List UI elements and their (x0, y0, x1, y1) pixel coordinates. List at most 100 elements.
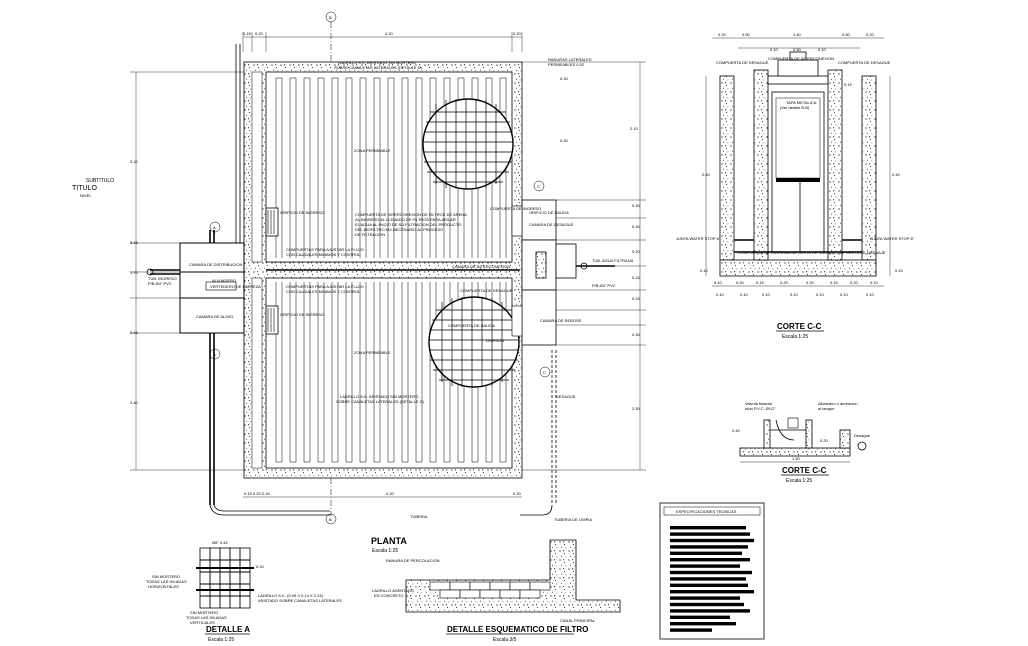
orifice-lower-bars (267, 308, 275, 332)
label-compuertas-ajuste-2: COMPUERTAS PARA AJUSTAR LA FLUJO (286, 284, 364, 289)
label-camara-interconexion: CAMARA DE INTERCONEXION (452, 264, 510, 269)
section-marker-b-bottom (325, 513, 337, 525)
brick-grid-circle-upper (422, 98, 514, 190)
spec-line-redacted (670, 532, 750, 536)
plan-dim-right-2: 2.10 (630, 126, 639, 131)
section-cc-dim-bottom2-3: 0.10 (790, 292, 799, 297)
section-cc2-wall-l (763, 419, 771, 449)
detail-a-label-sin-mortero-b3: VERTICALES (190, 620, 215, 625)
detail-filter-label-canal: CANAL PRINCIPAL (560, 618, 596, 623)
label-orificio-ingreso-1: ORIFICIO DE INGRESO (280, 210, 324, 215)
section-cc2: Valvula flotador tubo P.V.C. Ø1/2" Alivi… (732, 401, 871, 484)
section-cc2-title: CORTE C-C (782, 466, 827, 475)
distribution-chamber (179, 242, 245, 273)
label-zona-permeable-1: ZONA PERMEABLE (354, 148, 391, 153)
section-cc-dim-top-4: 0.20 (866, 32, 875, 37)
detail-a-label-top: Ø8" 0.44 (212, 540, 228, 545)
section-marker-b-top (325, 11, 337, 23)
detail-filter-brick (449, 581, 471, 591)
label-orificio-ingreso-2: ORIFICIO DE INGRESO (280, 312, 324, 317)
plan-dim-right-7: 0.15 (632, 296, 641, 301)
detail-a: Ø8" 0.44 0.20 SIN MORTERO TODAS LAS HILA… (146, 540, 342, 643)
section-marker-c-top-label: C (537, 184, 540, 189)
brick-grid-circle-lower (428, 296, 520, 388)
plan-scale: Escala 1:25 (372, 548, 398, 554)
pipe-drain-bottom (213, 504, 330, 512)
plan-dim-top-1: 0.20 (255, 31, 264, 36)
title-text: TITULO (72, 185, 97, 192)
plan-dim-top-2: 4.20 (385, 31, 394, 36)
spec-line-redacted (670, 551, 742, 555)
section-cc-dim-side-0: 2.40 (702, 172, 711, 177)
detail-filter-label-ranura: RANURA DE PERCOLACION (386, 558, 440, 563)
plan-dim-left-4: 2.40 (130, 400, 139, 405)
spec-line-redacted (670, 622, 736, 626)
spec-line-redacted (670, 564, 740, 568)
section-cc-dim-bottom2-1: 0.10 (740, 292, 749, 297)
section-cc-dim-bottom-6: 0.20 (850, 280, 859, 285)
label-compuerta-top-5: DE FILTRACION (355, 232, 385, 237)
detail-filter-label-ladrillo-2: EN CONCRETO (374, 593, 403, 598)
detail-filter-concrete (405, 539, 621, 613)
section-cc-wall-inner-left (753, 69, 769, 261)
detail-filter-title: DETALLE ESQUEMATICO DE FILTRO (447, 625, 588, 634)
section-marker-c-bottom (539, 366, 551, 378)
detail-a-label-sin-mortero-b2: TODAS LAS HILADAS (186, 615, 227, 620)
detail-filter-label-ladrillo: LADRILLO ASENTADO (372, 588, 414, 593)
section-cc2-label-aliviadero: Aliviadero o aereacion (818, 401, 858, 406)
label-ranuras-2: PERMEABLES 0.02 (548, 62, 585, 67)
detail-a-scale: Escala 1:25 (208, 637, 234, 643)
plan-dim-top-0: 0.15 (243, 31, 252, 36)
section-cc-dim-bottom2-6: 0.10 (866, 292, 875, 297)
section-cc2-label-valvula: Valvula flotador (745, 401, 773, 406)
label-orificio-salida: ORIFICIO DE SALIDA (529, 210, 569, 215)
label-compuerta-top-3: EL AGUA AL INICIO DE SU FILTRACION DEL P… (355, 222, 461, 227)
section-cc-wall-right (861, 75, 877, 261)
plan-dim-left-2: 1.70 (130, 270, 139, 275)
label-camara-alivio: CAMARA DE ALIVIO (196, 314, 233, 319)
section-cc-wall-left (719, 75, 735, 261)
label-ranuras: RANURAS LATERALES (548, 57, 592, 62)
section-marker-c-bottom-label: C (543, 370, 546, 375)
specs-header (663, 506, 761, 516)
pipe-cleaning-elbow (520, 504, 553, 516)
label-camara-rebose: CAMARA DE REBOSE (540, 318, 582, 323)
section-cc2-float (775, 419, 795, 441)
spec-line-redacted (670, 609, 750, 613)
section-cc2-label-valvula-2: tubo P.V.C. Ø1/2" (745, 406, 776, 411)
plan-labels: LADRILLO K.K. ARISTADO SIN MORTERO SOBRE… (148, 57, 634, 522)
spec-line-redacted (670, 615, 730, 619)
label-tub-ingreso-2: P/B Ø4" PVC (148, 281, 172, 286)
section-cc-label-tapa-metalica: TAPA METALICA (786, 100, 817, 105)
section-cc-floor-slab (719, 259, 877, 277)
section-cc2-dim-0: 0.40 (732, 428, 741, 433)
section-cc-label-compuerta-drenaje: COMPUERTA DE DRENAJE (834, 250, 886, 255)
section-cc-tapa-metalica (775, 97, 821, 179)
section-cc2-wall-rr (839, 429, 851, 449)
orifice-upper-bars (267, 210, 275, 234)
label-limpieza: LIMPIEZA (486, 338, 505, 343)
plan-dim-right-1: 0.30 (560, 138, 569, 143)
outlet-chamber (521, 199, 557, 241)
section-cc-label-junta-r: JUNTA WATER STOP 6" (870, 236, 915, 241)
plan-dim-bottom-0: 0.15 0.20 0.15 (244, 491, 270, 496)
label-tuberia-limpia: TUBERIA DE LIMPIA (554, 517, 592, 522)
detail-a-label-sin-mortero: SIN MORTERO (152, 574, 180, 579)
valve-box (555, 243, 577, 279)
side-channel-upper (251, 71, 263, 263)
spec-line-redacted (670, 538, 754, 543)
detail-filter-brick (499, 589, 521, 599)
section-cc-dim-side-1: 2.40 (892, 172, 901, 177)
detail-a-frame (199, 547, 251, 609)
plan-dim-right-8: 0.30 (632, 332, 641, 337)
plan-dim-right-9: 2.30 (632, 406, 641, 411)
orifice-upper (265, 207, 279, 237)
subtitle-text: SUBTITULO (86, 178, 114, 184)
specs-title: ESPECIFICACIONES TECNICAS (676, 509, 737, 514)
plan-dim-left-3: 0.15 (130, 330, 139, 335)
section-marker-a-top-label: A (213, 225, 216, 230)
spec-line-redacted (670, 577, 746, 581)
section-cc: 0.20 0.50 1.40 0.50 0.20 0.10 0.50 0.10 … (676, 32, 915, 340)
specs-box: ESPECIFICACIONES TECNICAS (659, 502, 765, 640)
detail-filter-brick (439, 589, 461, 599)
